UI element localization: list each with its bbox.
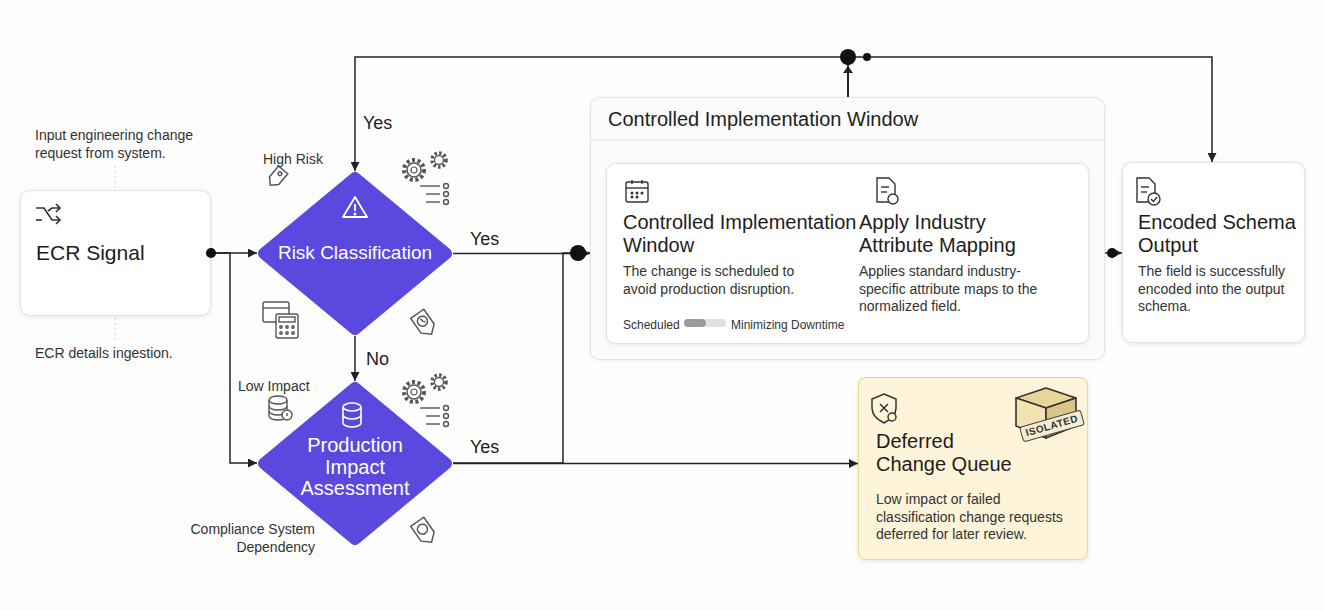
edge-label: Yes <box>470 436 499 459</box>
window-panel: Controlled Implementation WindowControll… <box>590 97 1105 360</box>
document-check-icon <box>1137 178 1160 205</box>
progress-fill <box>684 319 706 327</box>
gear-icon <box>404 375 449 427</box>
node-text: Scheduled <box>623 318 703 333</box>
clock-tag-icon <box>411 309 438 339</box>
tag-icon <box>266 166 288 189</box>
connector <box>848 57 1212 162</box>
leader-line <box>115 166 116 188</box>
step-card: Apply Industry Attribute MappingApplies … <box>859 163 1071 344</box>
node-title: Controlled Implementation Window <box>623 211 868 257</box>
step-card: Controlled Implementation WindowThe chan… <box>606 163 864 344</box>
junction-dot <box>1107 248 1117 258</box>
database-icon <box>343 403 361 427</box>
connector <box>1105 252 1122 254</box>
decision-diamond: Production Impact Assessment <box>257 381 453 546</box>
tag-label: Low Impact <box>238 377 338 395</box>
edge-label: No <box>366 348 389 371</box>
diamond-outline <box>264 178 446 329</box>
document-icon <box>877 178 898 204</box>
node-text: The change is scheduled to avoid product… <box>623 263 828 298</box>
node-text: The field is successfully encoded into t… <box>1138 263 1298 316</box>
input-box: ECR Signal <box>20 190 211 316</box>
node-title: Encoded Schema Output <box>1138 211 1303 257</box>
shield-icon <box>872 394 896 423</box>
box-icon <box>1016 388 1076 438</box>
connector <box>354 336 356 381</box>
swap-icon <box>36 204 60 224</box>
annotation: ECR details ingestion. <box>35 344 220 362</box>
node-title: ECR Signal <box>36 241 206 265</box>
connector <box>355 57 848 171</box>
annotation: Input engineering change request from sy… <box>35 126 220 162</box>
tag-icon <box>411 517 438 547</box>
header-separator <box>591 140 1104 141</box>
gear-icon <box>404 153 449 205</box>
node-title: Risk Classification <box>263 242 447 264</box>
warning-icon <box>343 197 367 217</box>
node-title: Apply Industry Attribute Mapping <box>859 211 1064 257</box>
arrow-head <box>843 66 853 73</box>
tag-label: High Risk <box>263 150 353 168</box>
connector <box>453 253 590 463</box>
node-text: Applies standard industry-specific attri… <box>859 263 1064 316</box>
tag-label: Compliance System Dependency <box>180 520 315 556</box>
node-title: Deferred Change Queue <box>876 430 1016 476</box>
progress-track <box>684 319 726 327</box>
junction-dot <box>206 248 216 258</box>
leader-line <box>115 318 116 340</box>
connector <box>453 463 858 465</box>
edge-label: Yes <box>363 112 392 135</box>
output-box: Encoded Schema OutputThe field is succes… <box>1122 162 1305 343</box>
node-text: Minimizing Downtime <box>731 318 861 333</box>
node-title: Production Impact Assessment <box>290 435 420 500</box>
edge-label: Yes <box>470 228 499 251</box>
database-icon <box>269 396 292 420</box>
node-text: Low impact or failed classification chan… <box>876 491 1081 544</box>
connector <box>453 253 590 255</box>
calculator-icon <box>263 302 298 338</box>
riser-line <box>847 72 849 97</box>
diamond-outline <box>264 388 446 539</box>
decision-diamond: Risk Classification <box>257 171 453 336</box>
queue-box: Deferred Change QueueLow impact or faile… <box>858 377 1088 560</box>
node-title: Controlled Implementation Window <box>608 108 1088 131</box>
connector <box>211 252 257 254</box>
junction-dot <box>863 53 871 61</box>
calendar-icon <box>626 180 648 202</box>
connector <box>211 253 257 463</box>
junction-dot <box>840 49 856 65</box>
junction-dot <box>570 245 586 261</box>
